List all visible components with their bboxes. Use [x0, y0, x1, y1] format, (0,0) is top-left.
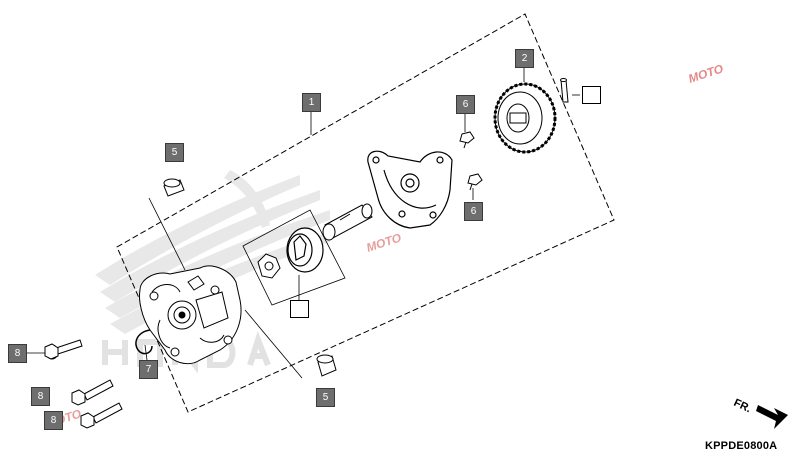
outer-rotor [286, 227, 324, 273]
flange-bolt-1 [44, 339, 83, 360]
callout-6-top: 6 [456, 95, 475, 114]
callout-8-middle: 8 [31, 387, 50, 406]
pump-body [139, 265, 242, 365]
callout-2: 2 [515, 49, 534, 68]
assembly-boundary [116, 13, 615, 413]
reference-box-rotor-set [290, 300, 309, 318]
callout-8-top: 8 [8, 344, 27, 363]
callout-1: 1 [302, 93, 321, 112]
bolt-upper [459, 131, 475, 149]
svg-text:MOTO: MOTO [365, 230, 404, 255]
callout-8-bottom: 8 [44, 411, 63, 430]
callout-5-top: 5 [165, 143, 184, 162]
callout-6-bottom: 6 [464, 202, 483, 221]
rotor-set-boundary [242, 209, 346, 306]
svg-text:FR.: FR. [732, 397, 753, 415]
callout-5-bottom: 5 [316, 388, 335, 407]
inner-rotor [257, 253, 281, 279]
o-ring [135, 329, 153, 355]
gear-pin [560, 78, 569, 103]
driven-gear [493, 82, 557, 154]
reference-box-gear-pin [582, 86, 601, 104]
dowel-pin-top [163, 178, 185, 197]
svg-text:MOTO: MOTO [687, 61, 726, 86]
moto-watermark-2: MOTO [365, 230, 404, 255]
pump-cover [367, 150, 453, 229]
dowel-pin-bottom [316, 354, 337, 377]
pump-shaft [322, 203, 373, 241]
figure-code: KPPDE0800A [705, 440, 778, 452]
flange-bolt-3 [80, 402, 123, 429]
flange-bolt-2 [71, 379, 114, 406]
front-direction-arrow: FR. [732, 397, 788, 429]
bolt-lower [467, 173, 483, 191]
callout-7: 7 [139, 360, 158, 379]
moto-watermark-1: MOTO [687, 61, 726, 86]
leader-lines [25, 66, 580, 379]
